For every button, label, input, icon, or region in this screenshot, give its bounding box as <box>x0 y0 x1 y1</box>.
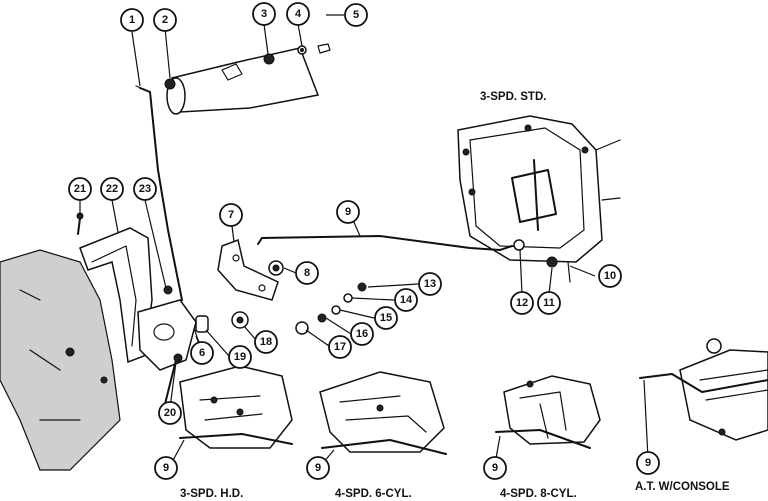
callout-2: 2 <box>153 8 177 32</box>
swivel-12 <box>513 239 525 251</box>
callout-21-text: 21 <box>74 183 86 195</box>
config-3spd-hd <box>179 365 293 449</box>
label-3spd-hd: 3-SPD. H.D. <box>180 488 243 500</box>
callout-9: 9 <box>336 200 360 224</box>
nut-13 <box>357 282 367 292</box>
callout-2-text: 2 <box>162 14 168 26</box>
retainer-5 <box>317 43 331 54</box>
callout-7-text: 7 <box>228 209 234 221</box>
callout-9-at-text: 9 <box>645 457 651 469</box>
callout-8: 8 <box>295 261 319 285</box>
bushing-17 <box>295 321 309 335</box>
callout-11: 11 <box>537 291 561 315</box>
callout-15-text: 15 <box>380 312 392 324</box>
callout-19-text: 19 <box>234 351 246 363</box>
callout-10: 10 <box>598 264 622 288</box>
transmission-housing-3spd-std <box>457 115 621 263</box>
callout-13: 13 <box>418 272 442 296</box>
callout-17: 17 <box>328 335 352 359</box>
callout-15: 15 <box>374 306 398 330</box>
bracket-22 <box>79 227 153 364</box>
bushing-16 <box>317 313 327 323</box>
bolt-21 <box>76 212 84 235</box>
shift-lever-7 <box>217 238 279 301</box>
washer-4 <box>297 45 307 55</box>
callout-17-text: 17 <box>334 341 346 353</box>
config-4spd-6cyl <box>319 371 447 455</box>
label-4spd-6cyl: 4-SPD. 6-CYL. <box>335 488 412 500</box>
callout-23-text: 23 <box>139 183 151 195</box>
bushing-8 <box>268 260 284 276</box>
callout-5: 5 <box>344 3 368 27</box>
spacer-15 <box>331 305 341 315</box>
callout-16: 16 <box>350 322 374 346</box>
callout-9-6cyl: 9 <box>306 456 330 480</box>
callout-3-text: 3 <box>261 8 267 20</box>
pin-10 <box>567 261 571 283</box>
steering-column-tube <box>166 47 320 115</box>
callout-9-at: 9 <box>636 451 660 475</box>
callout-6: 6 <box>190 341 214 365</box>
callout-14-text: 14 <box>400 294 413 306</box>
callout-4-text: 4 <box>295 8 302 20</box>
callout-9-6cyl-text: 9 <box>315 462 321 474</box>
bracket-23 <box>137 285 197 371</box>
callout-9-hd-text: 9 <box>163 462 169 474</box>
callout-12-text: 12 <box>516 297 528 309</box>
callout-1: 1 <box>120 8 144 32</box>
callout-9-text: 9 <box>345 206 351 218</box>
washer-11 <box>546 256 558 268</box>
callout-14: 14 <box>394 288 418 312</box>
callout-18-text: 18 <box>260 336 272 348</box>
callout-18: 18 <box>254 330 278 354</box>
callout-23: 23 <box>133 177 157 201</box>
callout-20: 20 <box>158 401 182 425</box>
callout-6-text: 6 <box>199 347 205 359</box>
callout-9-8cyl-text: 9 <box>492 462 498 474</box>
callout-20-text: 20 <box>164 407 176 419</box>
label-3spd-std: 3-SPD. STD. <box>480 91 546 103</box>
shift-rod-1 <box>135 85 183 301</box>
callout-11-text: 11 <box>543 297 555 309</box>
spacer-19 <box>195 315 209 333</box>
callout-4: 4 <box>286 2 310 26</box>
callout-21: 21 <box>68 177 92 201</box>
label-at-console: A.T. W/CONSOLE <box>635 481 730 493</box>
shift-rod-9 <box>257 235 513 251</box>
bushing-2 <box>164 78 176 90</box>
callout-10-text: 10 <box>604 270 616 282</box>
callout-7: 7 <box>219 203 243 227</box>
callout-16-text: 16 <box>356 328 368 340</box>
callout-13-text: 13 <box>424 278 436 290</box>
bushing-3 <box>263 53 275 65</box>
callout-9-hd: 9 <box>154 456 178 480</box>
callout-8-text: 8 <box>304 267 310 279</box>
callout-1-text: 1 <box>129 14 135 26</box>
callout-5-text: 5 <box>353 9 359 21</box>
bell-housing <box>0 249 121 471</box>
washer-14 <box>343 293 353 303</box>
callout-12: 12 <box>510 291 534 315</box>
callout-3: 3 <box>252 2 276 26</box>
bushing-18 <box>231 311 249 329</box>
callout-19: 19 <box>228 345 252 369</box>
config-4spd-8cyl <box>495 375 601 449</box>
label-4spd-8cyl: 4-SPD. 8-CYL. <box>500 488 577 500</box>
callout-22-text: 22 <box>106 183 118 195</box>
callout-22: 22 <box>100 177 124 201</box>
callout-9-8cyl: 9 <box>483 456 507 480</box>
config-at-console <box>639 338 768 441</box>
